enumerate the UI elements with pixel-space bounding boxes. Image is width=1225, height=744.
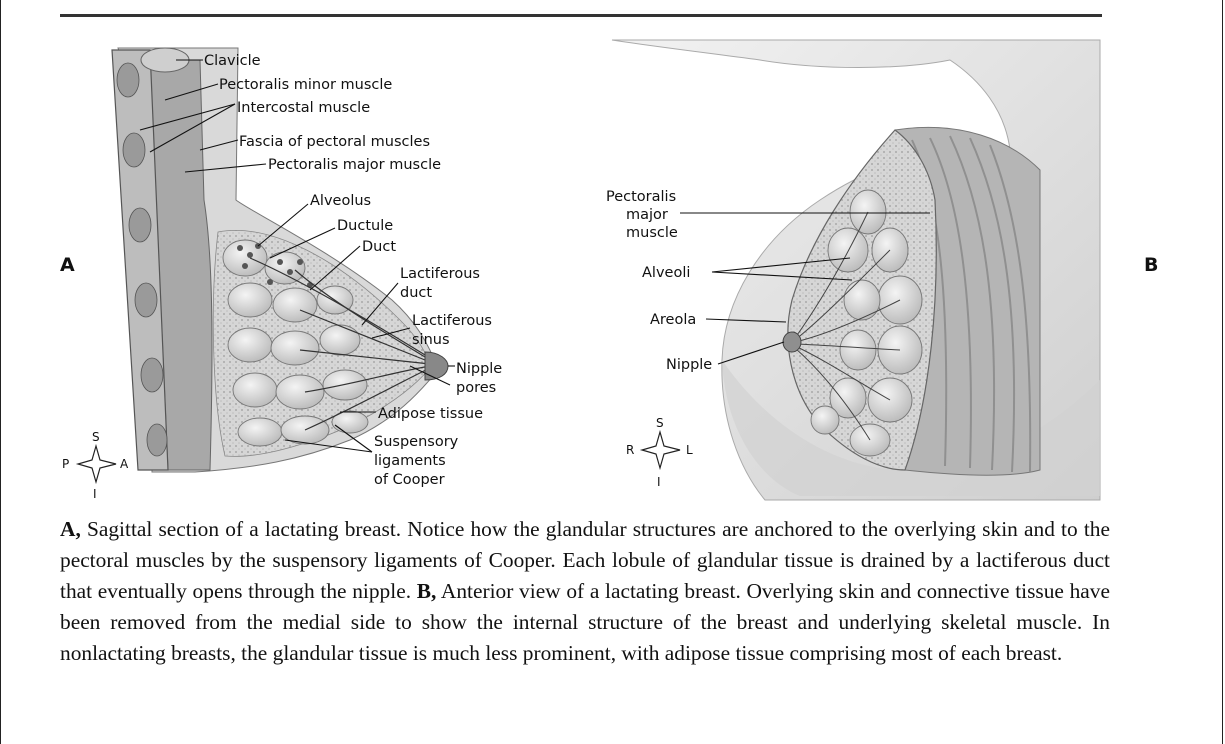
label-lactiferous-duct-1: Lactiferous xyxy=(400,266,480,282)
label-suspensory-1: Suspensory xyxy=(374,434,459,450)
compass-a-left: P xyxy=(62,457,69,471)
label-b-areola: Areola xyxy=(650,312,696,328)
label-lactiferous-sinus-1: Lactiferous xyxy=(412,313,492,329)
caption-b-marker: B, xyxy=(417,579,437,603)
label-suspensory-3: of Cooper xyxy=(374,472,445,488)
label-b-alveoli: Alveoli xyxy=(642,265,690,281)
label-lactiferous-duct-2: duct xyxy=(400,285,432,301)
label-b-nipple: Nipple xyxy=(666,357,712,373)
compass-a-right: A xyxy=(120,457,129,471)
caption-a-marker: A, xyxy=(60,517,81,541)
breast-anatomy-figure: Clavicle Pectoralis minor muscle Interco… xyxy=(0,0,1225,510)
panel-a-letter: A xyxy=(60,254,75,276)
label-intercostal-muscle: Intercostal muscle xyxy=(237,100,370,116)
label-pectoralis-major-muscle: Pectoralis major muscle xyxy=(268,157,441,173)
label-duct: Duct xyxy=(362,239,396,255)
label-b-pectoralis-3: muscle xyxy=(626,225,678,241)
label-lactiferous-sinus-2: sinus xyxy=(412,332,450,348)
label-pectoralis-minor-muscle: Pectoralis minor muscle xyxy=(219,77,392,93)
label-fascia-of-pectoral-muscles: Fascia of pectoral muscles xyxy=(239,134,430,150)
compass-b-left: R xyxy=(626,443,634,457)
label-b-pectoralis-1: Pectoralis xyxy=(606,189,676,205)
figure-caption: A, Sagittal section of a lactating breas… xyxy=(60,514,1110,669)
compass-b: S I R L xyxy=(626,416,693,489)
label-alveolus: Alveolus xyxy=(310,193,371,209)
label-b-pectoralis-2: major xyxy=(626,207,668,223)
compass-b-top: S xyxy=(656,416,664,430)
compass-b-bottom: I xyxy=(657,475,661,489)
compass-b-right: L xyxy=(686,443,693,457)
panel-b-letter: B xyxy=(1144,254,1158,276)
compass-a-bottom: I xyxy=(93,487,97,501)
label-adipose-tissue: Adipose tissue xyxy=(378,406,483,422)
label-nipple-pores-1: Nipple xyxy=(456,361,502,377)
compass-a-top: S xyxy=(92,430,100,444)
label-ductule: Ductule xyxy=(337,218,393,234)
label-clavicle: Clavicle xyxy=(204,53,261,69)
compass-a: S I P A xyxy=(62,430,129,501)
label-suspensory-2: ligaments xyxy=(374,453,446,469)
label-nipple-pores-2: pores xyxy=(456,380,496,396)
